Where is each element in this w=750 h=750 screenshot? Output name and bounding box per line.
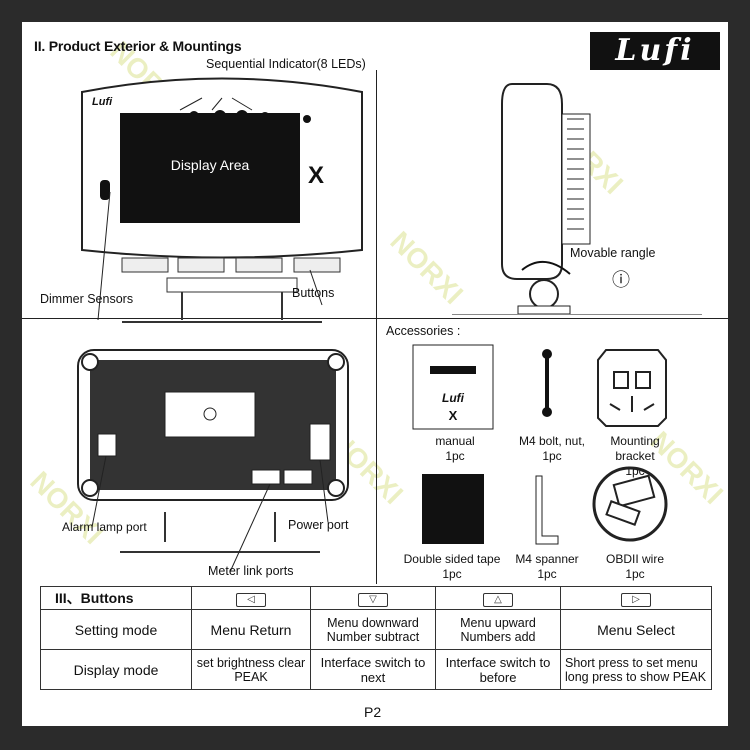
display-label: Display Area xyxy=(170,157,250,173)
mode-cell: Display mode xyxy=(40,649,192,690)
tape-image xyxy=(422,474,484,544)
section-title: II. Product Exterior & Mountings xyxy=(34,38,242,54)
alarm-label: Alarm lamp port xyxy=(62,520,147,534)
watermark: NORXI xyxy=(384,225,470,310)
meter-label: Meter link ports xyxy=(208,564,294,578)
table-header-row: III、Buttons ◁ ▽ △ ▷ xyxy=(40,586,712,610)
manual-image: Lufi X xyxy=(412,344,494,430)
table-row: Setting mode Menu Return Menu downward N… xyxy=(40,609,712,650)
info-symbol: ⓘ xyxy=(612,270,630,290)
rangle-label: Movable rangle xyxy=(570,246,656,260)
mode-cell: Setting mode xyxy=(40,609,192,650)
table-cell: Menu Return xyxy=(191,609,311,650)
indicator-label: Sequential Indicator(8 LEDs) xyxy=(206,57,366,71)
power-label: Power port xyxy=(288,518,349,532)
up-button-cell: △ xyxy=(435,586,561,610)
front-brand: Lufi xyxy=(92,96,113,108)
manual-page: NORXI NORXI NORXI NORXI NORXI NORXI II. … xyxy=(22,22,728,726)
buttons-label: Buttons xyxy=(292,286,335,300)
display-area: Display Area xyxy=(120,113,300,223)
accessory-bolt: M4 bolt, nut,1pc xyxy=(518,434,586,463)
bolt-image xyxy=(542,349,552,417)
bracket-image xyxy=(597,349,667,427)
table-cell: Menu upward Numbers add xyxy=(435,609,561,650)
left-arrow-icon: ◁ xyxy=(236,592,266,607)
dimmer-label: Dimmer Sensors xyxy=(40,292,134,306)
down-arrow-icon: ▽ xyxy=(358,592,388,607)
right-button-cell: ▷ xyxy=(560,586,712,610)
table-cell: Interface switch to before xyxy=(435,649,561,690)
obd-image xyxy=(592,466,668,542)
spanner-image xyxy=(535,475,559,545)
buttons-title: III、Buttons xyxy=(40,586,192,610)
svg-text:Lufi: Lufi xyxy=(442,391,465,405)
badge-x: X xyxy=(308,162,325,189)
right-arrow-icon: ▷ xyxy=(621,592,651,607)
up-arrow-icon: △ xyxy=(483,592,513,607)
buttons-table: III、Buttons ◁ ▽ △ ▷ Setting mode Menu Re… xyxy=(40,586,712,690)
accessories-title: Accessories : xyxy=(386,324,461,338)
table-cell: Menu Select xyxy=(560,609,712,650)
side-ground-line xyxy=(452,314,702,315)
table-cell: Interface switch to next xyxy=(310,649,436,690)
divider-horizontal xyxy=(22,318,728,319)
left-button-cell: ◁ xyxy=(191,586,311,610)
table-row: Display mode set brightness clear PEAK I… xyxy=(40,649,712,690)
down-button-cell: ▽ xyxy=(310,586,436,610)
back-device xyxy=(77,349,349,572)
brand-logo: Lufi xyxy=(590,32,720,70)
table-cell: set brightness clear PEAK xyxy=(191,649,311,690)
divider-vertical xyxy=(376,70,377,584)
table-cell: Menu downward Number subtract xyxy=(310,609,436,650)
side-device xyxy=(501,83,591,314)
table-cell: Short press to set menu long press to sh… xyxy=(560,649,712,690)
svg-text:X: X xyxy=(449,408,458,423)
page-number: P2 xyxy=(364,704,382,720)
